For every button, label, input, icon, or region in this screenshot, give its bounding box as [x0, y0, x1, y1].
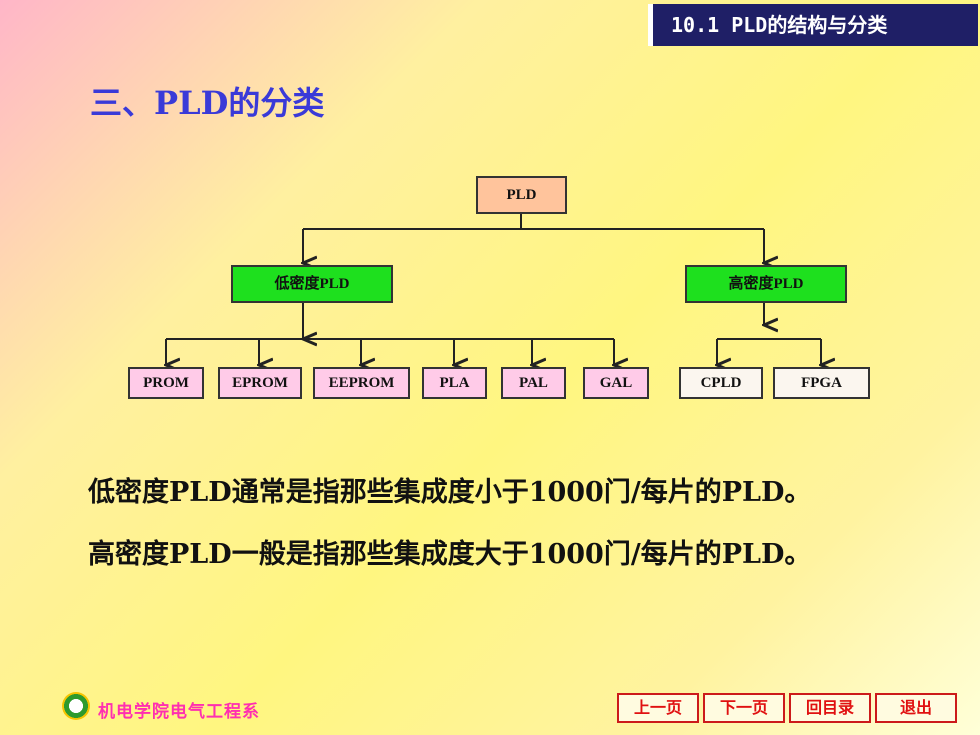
school-emblem-icon	[62, 692, 90, 720]
node-pal: PAL	[501, 367, 566, 399]
chapter-tab: 10.1 PLD的结构与分类	[648, 4, 978, 46]
exit-button[interactable]: 退出	[875, 693, 957, 723]
node-eeprom: EEPROM	[313, 367, 410, 399]
node-pld: PLD	[476, 176, 567, 214]
section-title: 三、PLD的分类	[90, 84, 325, 122]
prev-page-button[interactable]: 上一页	[617, 693, 699, 723]
department-label: 机电学院电气工程系	[98, 702, 260, 722]
node-gal: GAL	[583, 367, 649, 399]
node-cpld: CPLD	[679, 367, 763, 399]
node-low-density: 低密度PLD	[231, 265, 393, 303]
node-prom: PROM	[128, 367, 204, 399]
body-line-low-density: 低密度PLD通常是指那些集成度小于1000门/每片的PLD。	[88, 477, 812, 508]
body-line-high-density: 高密度PLD一般是指那些集成度大于1000门/每片的PLD。	[88, 539, 812, 570]
node-high-density: 高密度PLD	[685, 265, 847, 303]
node-pla: PLA	[422, 367, 487, 399]
node-eprom: EPROM	[218, 367, 302, 399]
next-page-button[interactable]: 下一页	[703, 693, 785, 723]
toc-button[interactable]: 回目录	[789, 693, 871, 723]
node-fpga: FPGA	[773, 367, 870, 399]
